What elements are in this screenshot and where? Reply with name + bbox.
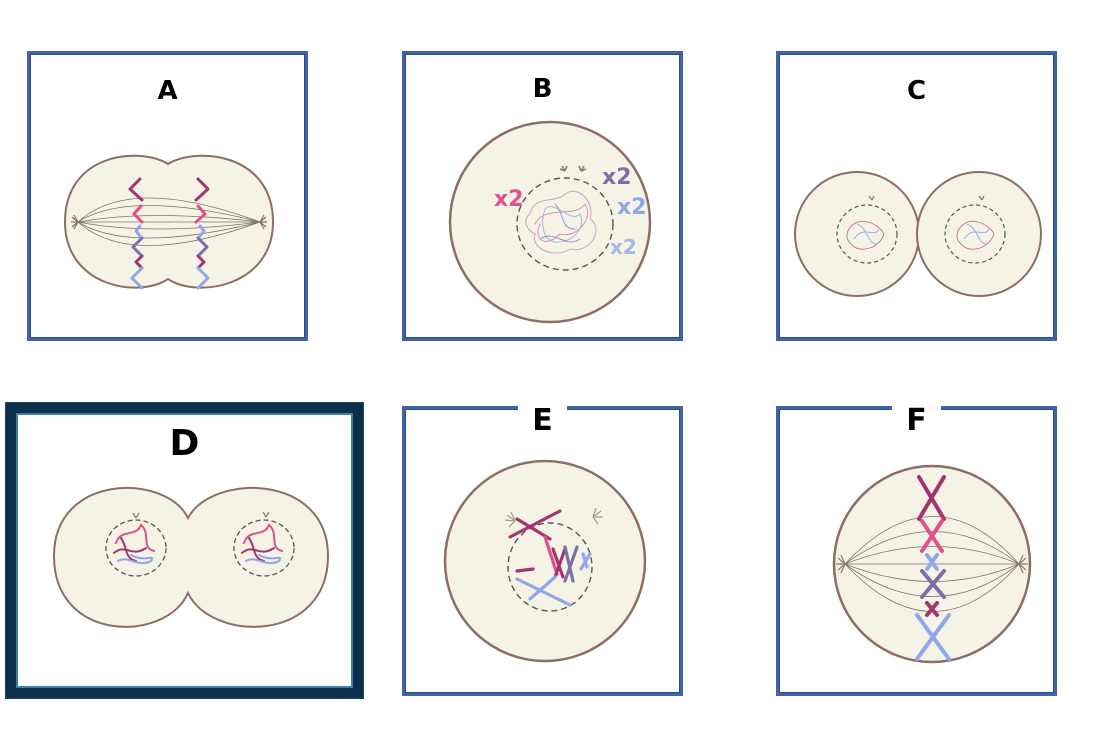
panel-label-c: C [779,76,1054,106]
panel-label-e: E [405,403,680,438]
panel-f[interactable]: F [776,403,1057,696]
panel-a[interactable]: A [27,51,308,341]
panel-label-b: B [405,74,680,104]
panel-label-a: A [30,76,305,106]
multiplier-blue-lower: x2 [610,235,637,259]
panel-label-f: F [779,403,1054,438]
multiplier-purple: x2 [602,165,632,190]
panel-label-d: D [16,423,353,464]
telophase-nuclei-diagram [52,486,330,628]
interphase-daughter-cells-diagram [794,171,1042,297]
panel-c[interactable]: C [776,51,1057,341]
panel-d[interactable]: D [6,403,363,698]
prometaphase-cell-diagram [443,459,647,663]
multiplier-pink: x2 [494,187,524,212]
metaphase-cell-diagram [832,464,1032,664]
panel-b[interactable]: B x2 x2 x2 x2 [402,51,683,341]
telophase-cell-diagram [63,154,275,290]
prophase-cell-diagram: x2 x2 x2 x2 [448,120,652,324]
multiplier-blue-upper: x2 [617,195,647,220]
panel-e[interactable]: E [402,403,683,696]
